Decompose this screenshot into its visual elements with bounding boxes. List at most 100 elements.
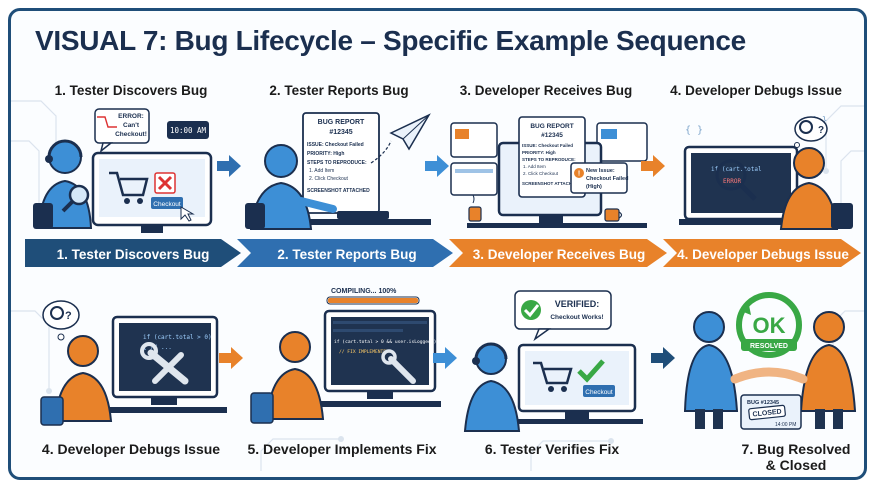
svg-text:VERIFIED:: VERIFIED:: [555, 299, 600, 309]
svg-text:// FIX IMPLEMENTED: // FIX IMPLEMENTED: [339, 349, 389, 355]
svg-text:ERROR: ERROR: [723, 178, 741, 185]
svg-text:!: !: [578, 171, 580, 178]
svg-text:1. Add Item: 1. Add Item: [309, 168, 334, 174]
desk: [281, 219, 431, 225]
svg-text:?: ?: [818, 125, 824, 136]
arrow-2-to-3: [425, 155, 449, 177]
step-label-6: 6. Tester Verifies Fix: [484, 441, 620, 457]
svg-text:Can't: Can't: [123, 122, 140, 129]
closed-ticket: BUG #12345 CLOSED 14:00 PM: [740, 394, 802, 430]
developer-figure: [265, 331, 325, 420]
thought-bubble: ?: [794, 116, 828, 148]
magnifier-icon: [715, 159, 757, 201]
bug-report-document: BUG REPORT #12345 ISSUE: Checkout Failed…: [518, 116, 586, 198]
step-label-4: 4. Developer Debugs Issue: [670, 83, 842, 98]
svg-text:Checkout Works!: Checkout Works!: [550, 314, 603, 321]
svg-text:ERROR:: ERROR:: [118, 113, 144, 120]
svg-text:if (cart.total: if (cart.total: [711, 166, 762, 173]
banner-label-1: 1. Tester Discovers Bug: [56, 247, 210, 262]
coffee-cup-icon: [468, 194, 482, 222]
cart-icon: [109, 171, 149, 204]
banner-segment-2: [237, 239, 453, 267]
svg-text:BUG #12345: BUG #12345: [747, 400, 779, 406]
checkout-button-label: Checkout: [153, 201, 181, 208]
scene-bug-resolved-closed: OK RESOLVED BUG #12345 CLOSED 14:00 PM: [683, 292, 857, 430]
scene-developer-debugs-issue-top: { } { } if (cart.total ERROR ?: [679, 116, 853, 230]
step-label-5: 5. Developer Implements Fix: [247, 441, 437, 457]
desk: [101, 407, 227, 413]
gear-icon: [50, 306, 64, 320]
headset-icon: [472, 357, 480, 365]
monitor-stand: [539, 215, 563, 223]
svg-text:14:00 PM: 14:00 PM: [775, 422, 796, 428]
svg-text:SCREENSHOT ATTACHED: SCREENSHOT ATTACHED: [307, 188, 370, 194]
svg-text:BUG REPORT: BUG REPORT: [318, 119, 365, 126]
desk: [467, 223, 647, 228]
svg-text:Checkout!: Checkout!: [115, 131, 147, 138]
svg-text:PRIORITY: High: PRIORITY: High: [522, 150, 556, 155]
handshake: [730, 367, 808, 384]
svg-text:#12345: #12345: [541, 132, 563, 139]
cursor-icon: [180, 206, 195, 222]
tester-figure: [683, 311, 739, 429]
banner-segment-4: [663, 239, 861, 267]
chair: [831, 203, 853, 229]
svg-text:ISSUE: Checkout Failed: ISSUE: Checkout Failed: [522, 143, 573, 148]
svg-text:if (cart.total > 0): if (cart.total > 0): [143, 334, 212, 341]
svg-text:RESOLVED: RESOLVED: [750, 343, 788, 350]
checkout-button-label: Checkout: [585, 389, 613, 396]
mug-icon: [604, 208, 623, 222]
scene-tester-verifies-fix: VERIFIED: Checkout Works! Checkout: [463, 290, 643, 432]
svg-text:if (cart.total > 0 && user.isL: if (cart.total > 0 && user.isLogged()) {: [334, 339, 445, 345]
background-windows: [450, 122, 648, 196]
error-speech-bubble: ERROR: Can't Checkout!: [94, 108, 150, 153]
svg-text:New Issue:: New Issue:: [586, 168, 615, 174]
new-issue-notification: ! New Issue: Checkout Failed (High): [570, 162, 628, 194]
svg-text:2. Click Checkout: 2. Click Checkout: [523, 171, 559, 176]
svg-text:(High): (High): [586, 184, 602, 190]
step-label-1: 1. Tester Discovers Bug: [54, 83, 208, 98]
diagram-frame: VISUAL 7: Bug Lifecycle – Specific Examp…: [8, 8, 867, 480]
svg-text:STEPS TO REPRODUCE:: STEPS TO REPRODUCE:: [307, 160, 367, 166]
chair: [245, 203, 265, 229]
gear-icon: [799, 120, 813, 134]
svg-text:BUG REPORT: BUG REPORT: [530, 123, 573, 130]
arrow-b3-to-b4: [651, 347, 675, 369]
developer-figure: [799, 311, 857, 429]
cart-icon: [533, 361, 573, 392]
arrow-1-to-2: [217, 155, 241, 177]
desk: [305, 401, 441, 407]
error-x-icon: [154, 172, 176, 194]
thought-bubble: ?: [42, 300, 80, 341]
svg-text:{ }: { }: [685, 125, 703, 136]
step-label-2: 2. Tester Reports Bug: [269, 83, 409, 98]
banner-segment-1: [25, 239, 241, 267]
svg-text:10:00 AM: 10:00 AM: [170, 126, 207, 135]
alert-icon: [574, 168, 584, 178]
scene-developer-implements-fix: COMPILING... 100% if (cart.total > 0 && …: [250, 288, 445, 424]
page-title: VISUAL 7: Bug Lifecycle – Specific Examp…: [35, 25, 746, 56]
chair: [33, 203, 53, 229]
paper-plane-icon: [370, 113, 431, 164]
desk: [515, 419, 643, 424]
svg-text:CLOSED: CLOSED: [752, 408, 782, 418]
svg-text:2. Click Checkout: 2. Click Checkout: [309, 176, 349, 182]
headset-icon: [45, 155, 53, 163]
desk: [679, 219, 809, 225]
svg-text:STEPS TO REPRODUCE:: STEPS TO REPRODUCE:: [522, 157, 576, 162]
wrench-icon: [140, 342, 189, 385]
scene-tester-reports-bug: BUG REPORT #12345 ISSUE: Checkout Failed…: [245, 112, 431, 230]
banner-segment-3: [449, 239, 667, 267]
step-label-3: 3. Developer Receives Bug: [459, 83, 633, 98]
arrow-b2-to-b3: [433, 347, 457, 369]
arrow-b1-to-b2: [219, 347, 243, 369]
progress-banner: [25, 239, 861, 267]
checkout-button: [151, 197, 183, 209]
scene-tester-discovers-bug: Checkout ERROR: Can't Checkout! 10:00 AM: [33, 108, 213, 233]
developer-figure: [53, 335, 113, 422]
svg-text:PRIORITY: High: PRIORITY: High: [307, 151, 344, 157]
check-icon: [521, 300, 541, 320]
scene-developer-receives-bug: BUG REPORT #12345 ISSUE: Checkout Failed…: [450, 116, 648, 228]
wrench-icon: [381, 349, 416, 384]
compiling-label: COMPILING... 100%: [331, 288, 397, 295]
